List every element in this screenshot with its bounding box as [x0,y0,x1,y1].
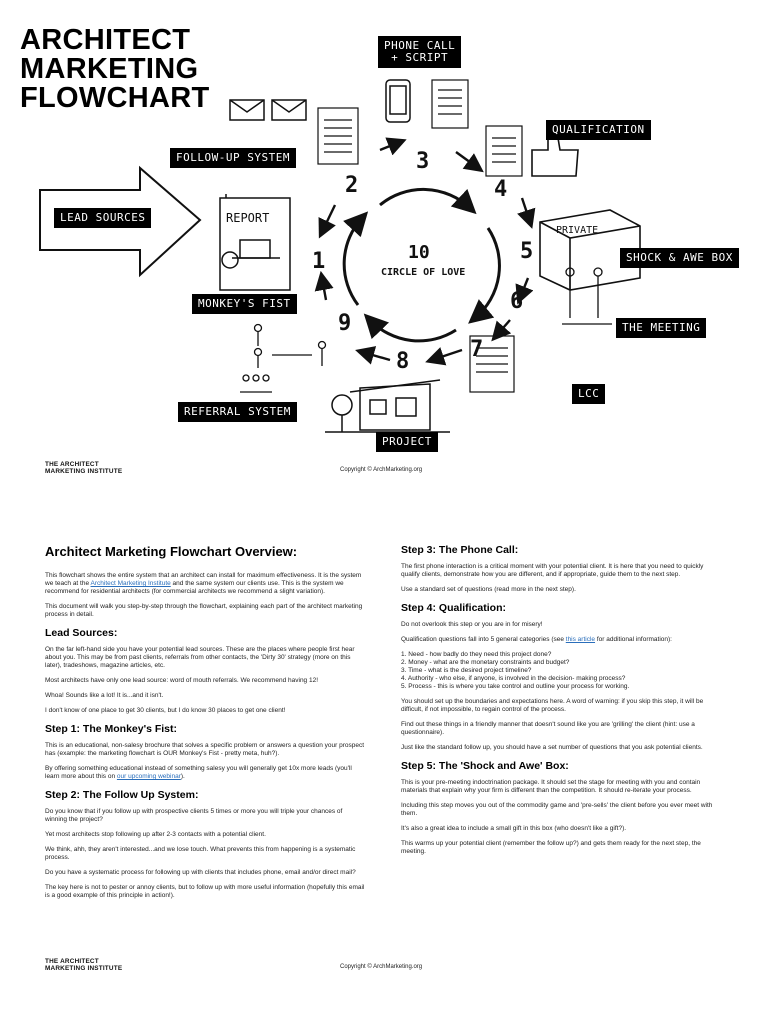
follow-up-tag: FOLLOW-UP SYSTEM [170,148,296,168]
shock-awe-tag: SHOCK & AWE BOX [620,248,739,268]
footer-org: THE ARCHITECT MARKETING INSTITUTE [45,461,122,475]
lead-sources-arrow [39,165,202,278]
step5-paragraph-3: It's also a great idea to include a smal… [401,825,627,832]
qualification-tag: QUALIFICATION [546,120,651,140]
lead-paragraph-3: Whoa! Sounds like a lot! It is...and it … [45,692,164,699]
the-meeting-tag: THE MEETING [616,318,707,338]
lead-paragraph-4: I don't know of one place to get 30 clie… [45,707,286,714]
qualification-document-icon [485,125,523,177]
list-item: 4. Authority - who else, if anyone, is i… [401,675,626,682]
center-number: 10 [408,242,430,263]
step1-paragraph-2: By offering something educational instea… [45,765,352,780]
step-number-1: 1 [312,249,325,274]
circle-of-love-loop [342,187,501,343]
step4-paragraph-3: You should set up the boundaries and exp… [401,698,704,713]
step3-paragraph-2: Use a standard set of questions (read mo… [401,586,576,593]
referral-system-tag: REFERRAL SYSTEM [178,402,297,422]
footer-org-line-2: MARKETING INSTITUTE [45,468,123,475]
flowchart-title: ARCHITECT MARKETING FLOWCHART [20,26,210,113]
monkeys-fist-tag: MONKEY'S FIST [192,294,297,314]
step5-paragraph-2: Including this step moves you out of the… [401,802,713,817]
lead-sources-heading: Lead Sources: [45,627,118,639]
step3-heading: Step 3: The Phone Call: [401,544,519,556]
qualification-list: 1. Need - how badly do they need this pr… [401,651,721,691]
lead-sources-tag: LEAD SOURCES [54,208,152,228]
architect-marketing-institute-link[interactable]: Architect Marketing Institute [90,580,171,587]
script-document-icon [431,79,469,129]
referral-people-icon [240,323,327,393]
report-brochure-icon [219,194,291,291]
house-project-icon [325,379,450,433]
step2-paragraph-1: Do you know that if you follow up with p… [45,808,343,823]
left-column: Architect Marketing Flowchart Overview: … [45,544,365,907]
step5-paragraph-4: This warms up your potential client (rem… [401,840,701,855]
intro-paragraph-2: This document will walk you step-by-step… [45,603,363,618]
upcoming-webinar-link[interactable]: our upcoming webinar [116,773,181,780]
right-column: Step 3: The Phone Call: The first phone … [401,544,721,863]
step-number-8: 8 [396,349,409,374]
title-line-2: MARKETING [20,53,199,85]
list-item: 3. Time - what is the desired project ti… [401,667,532,674]
step-number-7: 7 [470,337,483,362]
step2-paragraph-4: Do you have a systematic process for fol… [45,869,356,876]
step2-paragraph-3: We think, ahh, they aren't interested...… [45,846,356,861]
step-number-2: 2 [345,173,358,198]
overview-heading: Architect Marketing Flowchart Overview: [45,544,298,559]
list-item: 2. Money - what are the monetary constra… [401,659,570,666]
step4-paragraph-5: Just like the standard follow up, you sh… [401,744,703,751]
step2-paragraph-5: The key here is not to pester or annoy c… [45,884,365,899]
footer-org-line-1: THE ARCHITECT [45,461,99,468]
step1-paragraph-1: This is an educational, non-salesy broch… [45,742,365,757]
footer-org-line-1: THE ARCHITECT [45,958,99,965]
phone-call-tag: PHONE CALL + SCRIPT [378,36,462,68]
list-item: 1. Need - how badly do they need this pr… [401,651,552,658]
phone-icon [385,79,411,123]
title-line-3: FLOWCHART [20,82,210,114]
step-number-4: 4 [494,177,507,202]
step3-paragraph-1: The first phone interaction is a critica… [401,563,704,578]
intro-paragraph-1: This flowchart shows the entire system t… [45,572,362,595]
flowchart-page: ARCHITECT MARKETING FLOWCHART [20,26,739,475]
footer-copyright: Copyright © ArchMarketing.org [340,467,423,473]
step4-paragraph-2: Qualification questions fall into 5 gene… [401,636,672,643]
this-article-link[interactable]: this article [565,636,596,643]
title-line-1: ARCHITECT [20,24,191,56]
footer-org-line-2: MARKETING INSTITUTE [45,965,123,972]
follow-up-document-icon [317,107,359,165]
step4-paragraph-4: Find out these things in a friendly mann… [401,721,695,736]
project-tag: PROJECT [376,432,438,452]
step4-paragraph-1: Do not overlook this step or you are in … [401,621,543,628]
step-number-6: 6 [510,289,523,314]
footer-copyright: Copyright © ArchMarketing.org [340,964,423,970]
list-item: 5. Process - this is where you take cont… [401,683,630,690]
step4-heading: Step 4: Qualification: [401,602,507,614]
meeting-people-icon [562,267,612,325]
thumbs-up-icon [531,125,579,177]
flowchart-illustration: 1 2 3 4 5 6 7 8 9 10 REPORT PRIVATE CIRC… [39,79,641,433]
overview-page: Architect Marketing Flowchart Overview: … [0,512,768,1024]
step-arrows [314,137,536,366]
step-number-9: 9 [338,311,351,336]
lead-paragraph-2: Most architects have only one lead sourc… [45,677,319,684]
step5-heading: Step 5: The 'Shock and Awe' Box: [401,760,569,772]
circle-of-love-label: CIRCLE OF LOVE [381,267,465,278]
step1-heading: Step 1: The Monkey's Fist: [45,723,178,735]
step-number-5: 5 [520,239,533,264]
private-label: PRIVATE [556,225,598,236]
footer-org: THE ARCHITECT MARKETING INSTITUTE [45,958,122,972]
report-label: REPORT [226,211,269,225]
lead-paragraph-1: On the far left-hand side you have your … [45,646,355,669]
email-envelope-icon [229,99,307,121]
step2-heading: Step 2: The Follow Up System: [45,789,199,801]
step5-paragraph-1: This is your pre-meeting indoctrination … [401,779,701,794]
lcc-tag: LCC [572,384,606,404]
step2-paragraph-2: Yet most architects stop following up af… [45,831,266,838]
step-number-3: 3 [416,149,429,174]
